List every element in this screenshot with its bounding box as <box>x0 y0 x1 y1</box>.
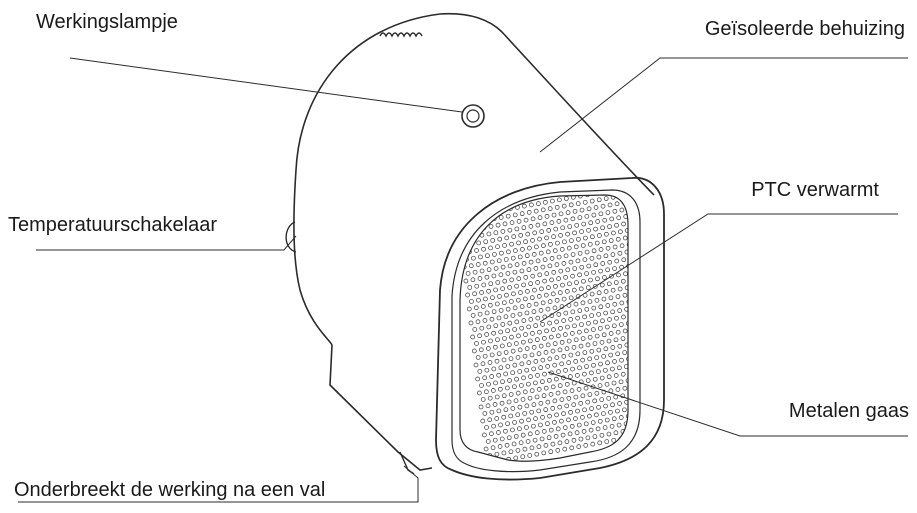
label-power-light: Werkingslampje <box>36 10 178 34</box>
label-ptc-heating: PTC verwarmt <box>751 178 879 202</box>
top-grip-ridges <box>380 33 422 36</box>
mesh-border <box>460 195 628 461</box>
label-insulated-housing: Geïsoleerde behuizing <box>705 17 905 41</box>
base-foot <box>330 345 432 470</box>
leader-temperature-switch <box>36 236 296 250</box>
leader-power-light <box>70 58 462 112</box>
label-metal-mesh: Metalen gaas <box>789 399 909 423</box>
power-light-icon <box>462 105 484 127</box>
label-temperature-switch: Temperatuurschakelaar <box>8 213 217 237</box>
body-left-side <box>294 170 332 345</box>
leader-housing <box>540 58 908 152</box>
label-tip-over-protection: Onderbreekt de werking na een val <box>14 478 325 502</box>
power-light-inner <box>467 110 479 122</box>
